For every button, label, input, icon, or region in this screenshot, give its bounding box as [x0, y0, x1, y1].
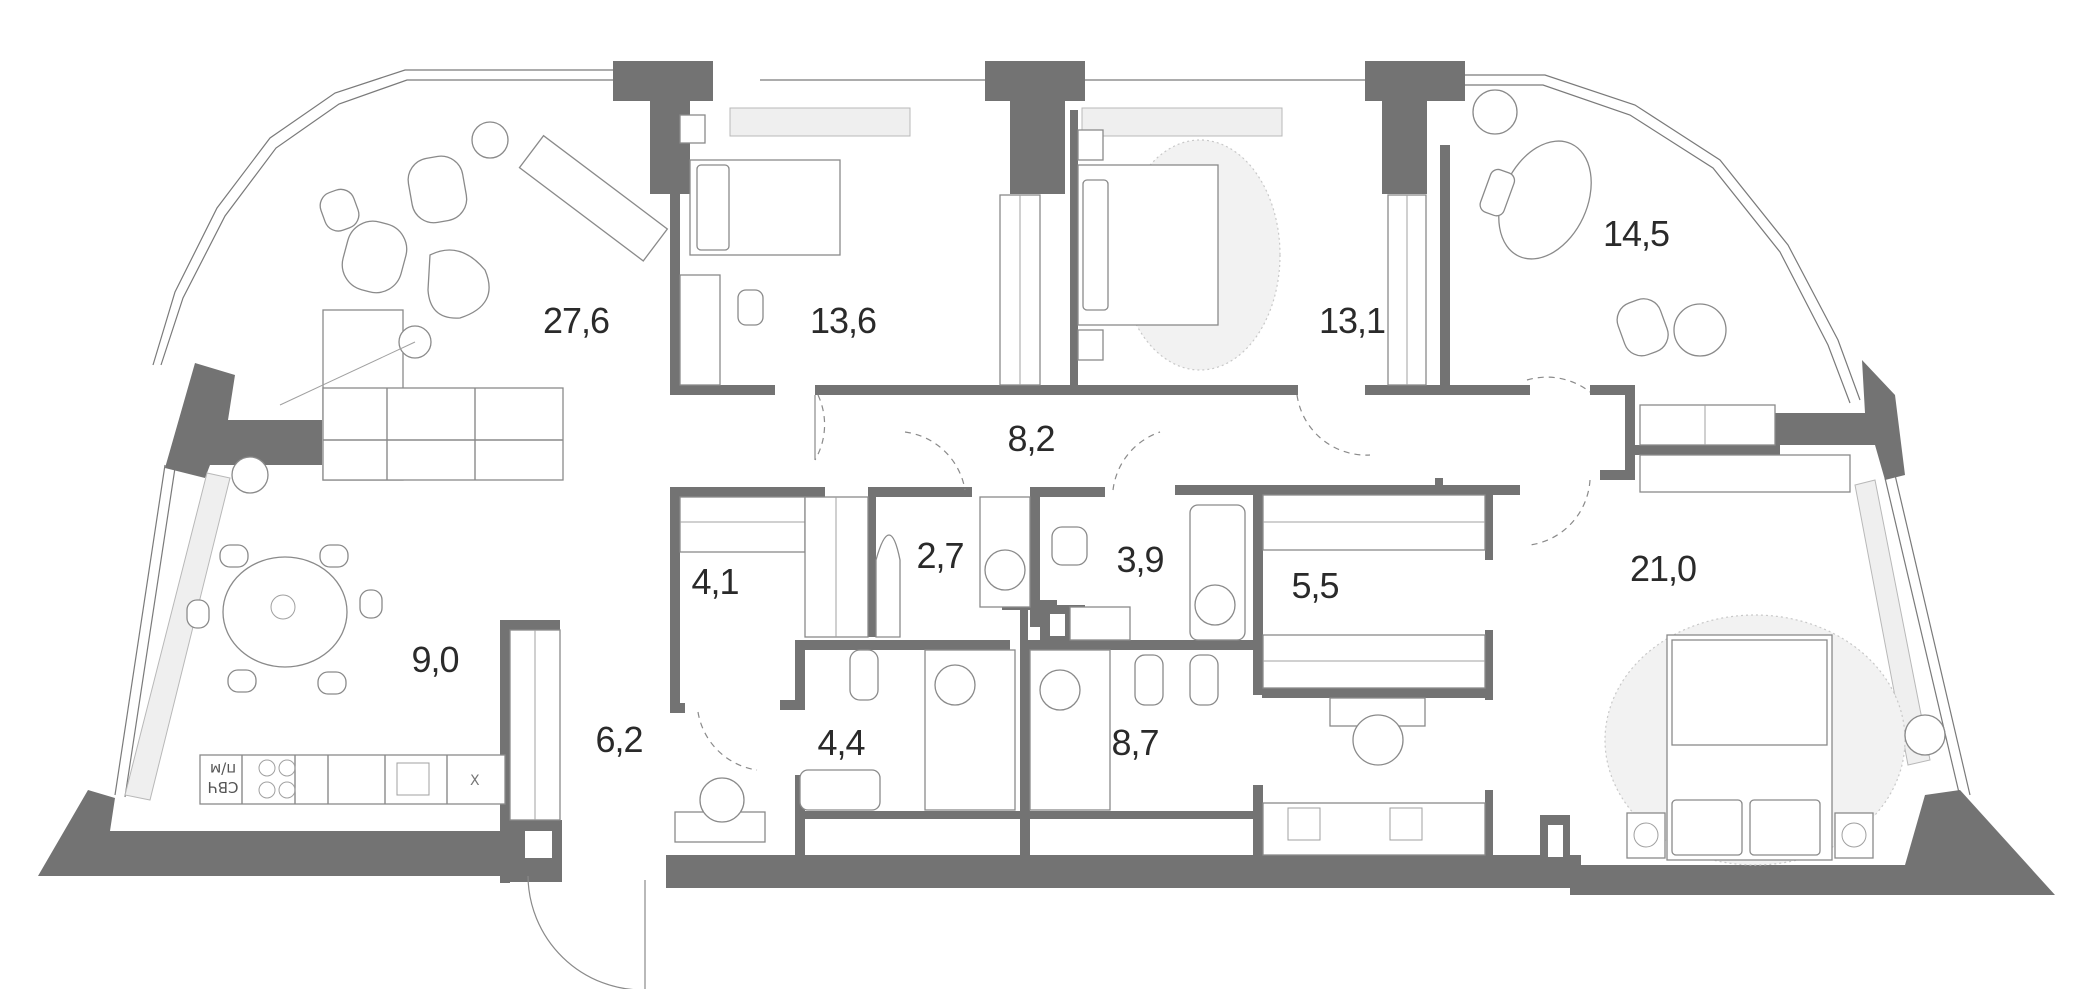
area-label-entrance-hall: 6,2 — [595, 719, 643, 760]
area-label-small-bathroom: 4,4 — [817, 722, 865, 763]
wardrobes — [679, 494, 1486, 766]
kitchen-counter: X — [199, 754, 506, 805]
microwave-text: СВЧ — [207, 778, 239, 796]
doors — [527, 376, 1591, 989]
child-bedroom-furniture — [679, 114, 1041, 386]
area-label-master-bedroom: 21,0 — [1629, 548, 1697, 589]
guest-bedroom-furniture — [1077, 129, 1427, 386]
area-label-guest-bedroom: 13,1 — [1318, 300, 1386, 341]
area-label-hallway: 8,2 — [1007, 418, 1055, 459]
area-label-master-bathroom: 8,7 — [1111, 722, 1159, 763]
area-label-laundry: 2,7 — [916, 535, 964, 576]
dining-table — [186, 456, 383, 695]
area-label-guest-bathroom: 3,9 — [1116, 539, 1164, 580]
area-label-study: 14,5 — [1602, 213, 1670, 254]
hall-wardrobe — [509, 629, 561, 821]
study-furniture — [1472, 89, 1851, 493]
area-label-wardrobe-master: 5,5 — [1291, 565, 1339, 606]
area-label-living-room: 27,6 — [542, 300, 610, 341]
walls — [38, 61, 2055, 895]
area-label-child-bedroom: 13,6 — [809, 300, 877, 341]
bathroom-fixtures — [674, 496, 1486, 856]
svg-text:X: X — [470, 773, 480, 789]
master-bed — [1626, 634, 1946, 861]
radiators — [124, 107, 1931, 801]
living-room-furniture — [279, 121, 669, 481]
area-label-wardrobe-left: 4,1 — [691, 561, 739, 602]
area-label-dining-kitchen: 9,0 — [411, 639, 459, 680]
microwave-label: СВЧ п/м — [205, 760, 241, 796]
dishwasher-text: п/м — [209, 760, 237, 778]
